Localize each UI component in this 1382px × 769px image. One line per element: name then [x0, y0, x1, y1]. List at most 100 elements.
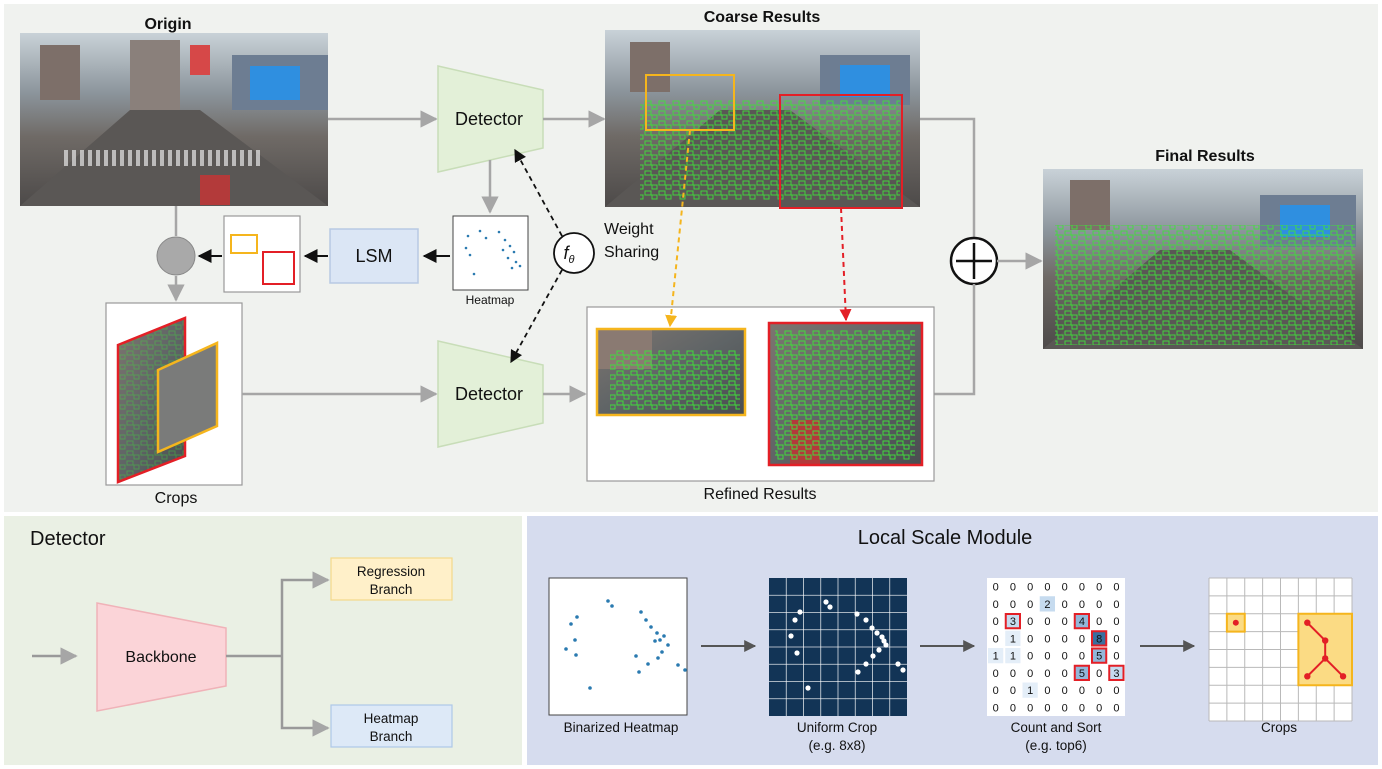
count-cell-fill: [1074, 665, 1090, 681]
crop-tree-node: [1339, 673, 1347, 680]
f-theta-circle: [553, 232, 595, 274]
arrow-red-zoom: [839, 207, 852, 322]
count-cell-value: 3: [1113, 668, 1119, 680]
coarse-label: Coarse Results: [704, 9, 821, 26]
crop-tree-node: [1321, 637, 1329, 644]
count-cell-value: 0: [1044, 702, 1050, 714]
count-cell-value: 0: [1027, 582, 1033, 594]
crops-result-grid: [1208, 577, 1353, 722]
weight-sharing-line1: Weight: [604, 221, 654, 238]
crops-label: Crops: [155, 490, 198, 507]
uniform-crop-grid: [769, 578, 907, 716]
count-cell-value: 0: [1113, 702, 1119, 714]
f-theta-symbol: fθ: [564, 243, 575, 266]
count-cell-value: 0: [1010, 599, 1016, 611]
count-cell-value: 0: [1113, 599, 1119, 611]
top6-highlight: [1073, 664, 1090, 681]
backbone-shape: [96, 602, 227, 712]
count-cell-value: 0: [1096, 685, 1102, 697]
crop-box-red: [262, 251, 295, 285]
count-cell-value: 0: [993, 582, 999, 594]
count-cell-value: 0: [1096, 616, 1102, 628]
binarized-heatmap: [548, 577, 688, 716]
count-cell-fill: [1005, 648, 1021, 664]
count-cell-value: 0: [1096, 702, 1102, 714]
regression-branch-line1: Regression: [357, 564, 425, 579]
count-cell-fill: [1074, 613, 1090, 629]
count-cell-value: 0: [1062, 616, 1068, 628]
count-cell-value: 0: [1062, 582, 1068, 594]
detector-top-label: Detector: [455, 109, 523, 129]
crop-tree-node: [1304, 619, 1311, 626]
uniform-dots: [788, 599, 906, 691]
count-cell-value: 0: [1096, 582, 1102, 594]
crop-tree-edge: [1306, 621, 1326, 642]
lsm-panel-title: Local Scale Module: [858, 527, 1033, 549]
count-cell-value: 0: [1096, 599, 1102, 611]
regression-branch-box: [330, 557, 453, 601]
count-cell-value: 0: [1027, 702, 1033, 714]
count-label-line1: Count and Sort: [1011, 720, 1102, 735]
count-cell-value: 0: [993, 599, 999, 611]
crop-operation-circle: [156, 236, 196, 276]
count-cell-value: 0: [1027, 668, 1033, 680]
heatmap-label: Heatmap: [466, 293, 515, 307]
count-cell-value: 5: [1079, 668, 1085, 680]
coarse-image: [605, 30, 920, 207]
arrow-to-regression: [280, 571, 330, 656]
crop-tree-node: [1321, 655, 1329, 662]
count-cell-value: 0: [1062, 685, 1068, 697]
count-cell-value: 0: [1010, 685, 1016, 697]
arrow-refined-to-merge: [934, 284, 976, 396]
count-cell-value: 1: [1027, 685, 1033, 697]
count-cell-value: 5: [1096, 651, 1102, 663]
detector-bottom-shape: [437, 340, 544, 448]
count-cell-value: 0: [993, 702, 999, 714]
count-cell-value: 0: [1044, 685, 1050, 697]
origin-label: Origin: [144, 16, 191, 33]
count-cell-value: 0: [993, 633, 999, 645]
count-label-line2: (e.g. top6): [1025, 738, 1087, 753]
count-cell-value: 1: [993, 651, 999, 663]
count-cell-value: 0: [1044, 668, 1050, 680]
heatmap-branch-line2: Branch: [370, 729, 413, 744]
count-cell-value: 2: [1044, 599, 1050, 611]
final-image: [1043, 169, 1363, 349]
count-cell-value: 0: [1062, 599, 1068, 611]
count-cell-value: 0: [1027, 616, 1033, 628]
count-cell-fill: [1039, 596, 1055, 612]
count-cell-fill: [1005, 613, 1021, 629]
refined-label: Refined Results: [704, 486, 817, 503]
arrow-coarse-to-merge: [920, 117, 976, 238]
detector-top-shape: [437, 65, 544, 173]
heatmap-small-dots: [464, 229, 522, 276]
count-cell-value: 0: [1010, 702, 1016, 714]
heatmap-small: [452, 215, 529, 291]
crop-image-yellow: [156, 341, 219, 454]
count-cell-value: 0: [1062, 633, 1068, 645]
count-cell-fill: [1091, 648, 1107, 664]
count-cell-value: 0: [1044, 582, 1050, 594]
count-cell-value: 8: [1096, 633, 1102, 645]
crop-tree-edge: [1306, 657, 1326, 678]
uniform-label-line2: (e.g. 8x8): [808, 738, 865, 753]
count-cell-fill: [1022, 682, 1038, 698]
count-cell-value: 0: [993, 668, 999, 680]
lsm-box: [329, 228, 419, 284]
count-cell-value: 0: [1044, 651, 1050, 663]
count-cell-value: 0: [1096, 668, 1102, 680]
arrow-yellow-zoom: [665, 129, 691, 328]
count-cell-value: 0: [1079, 685, 1085, 697]
count-cell-value: 0: [1010, 582, 1016, 594]
backbone-label: Backbone: [125, 649, 196, 666]
binarized-dots: [564, 599, 687, 690]
regression-branch-line2: Branch: [370, 582, 413, 597]
count-grid-bg: [987, 578, 1125, 716]
count-cell-value: 0: [1113, 616, 1119, 628]
crop-small-point: [1232, 619, 1239, 626]
count-cell-value: 0: [1113, 651, 1119, 663]
count-cell-value: 0: [1044, 616, 1050, 628]
count-cell-fill: [1091, 630, 1107, 646]
